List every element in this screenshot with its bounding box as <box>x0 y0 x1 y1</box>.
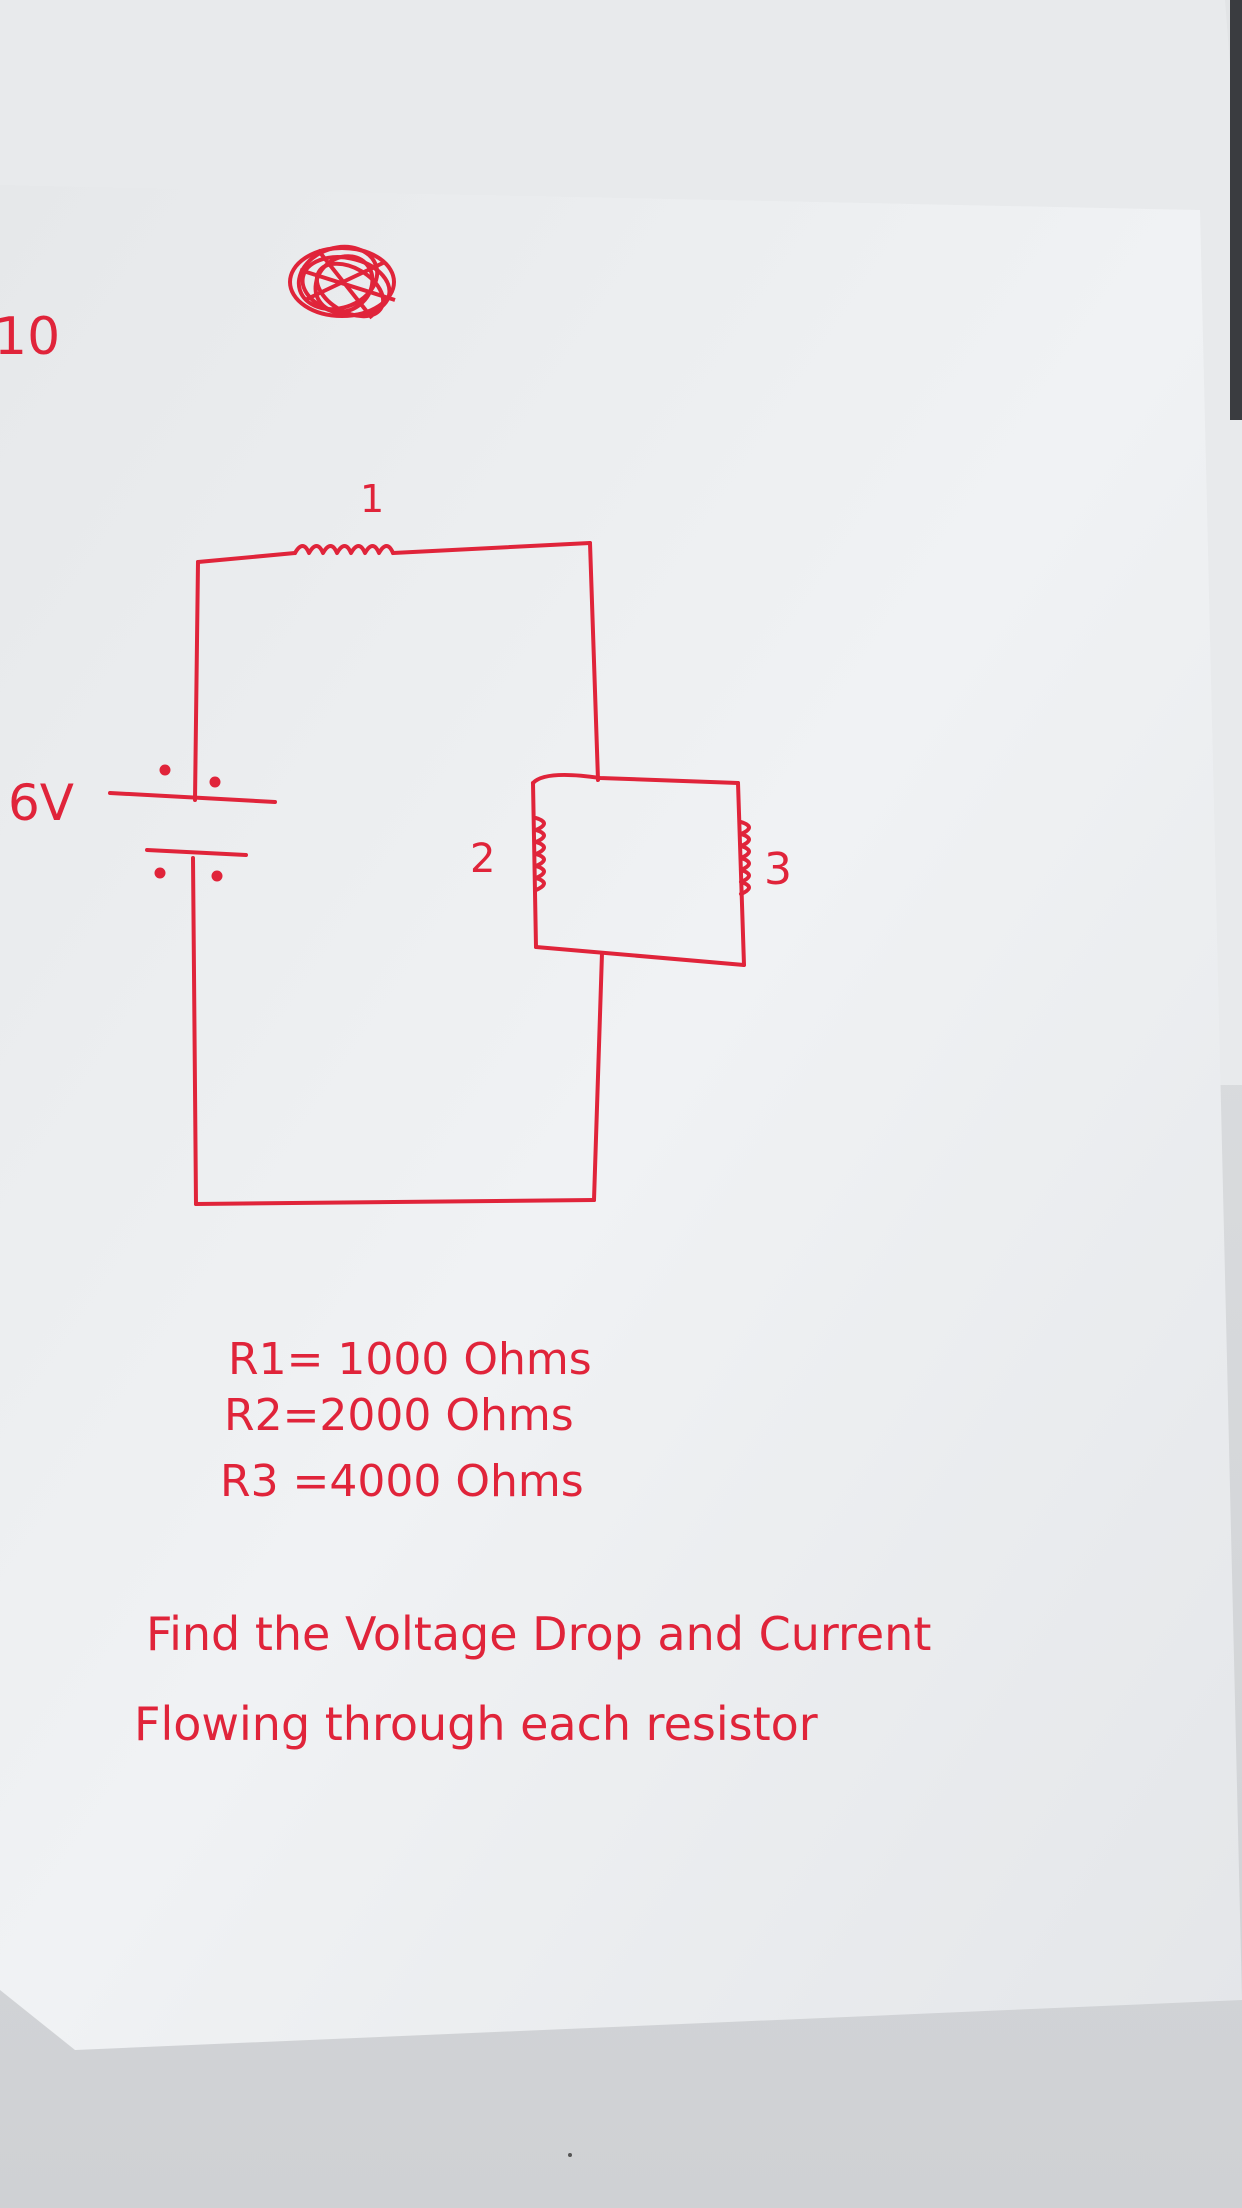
dust-speck <box>568 2153 572 2157</box>
question-line-1: Find the Voltage Drop and Current <box>146 1607 931 1661</box>
resistor-r1 <box>293 544 395 555</box>
resistor-r2-label: 2 <box>470 836 495 882</box>
question-line-2: Flowing through each resistor <box>134 1697 818 1751</box>
page-number: 10 <box>0 307 60 367</box>
battery-long-plate <box>108 791 277 804</box>
resistor-r3 <box>739 820 751 896</box>
resistor-r3-label: 3 <box>764 844 792 895</box>
wire-left-upper <box>193 560 200 802</box>
battery-label: 6V <box>8 774 74 832</box>
resistor-r2 <box>534 816 546 892</box>
wire-top-right <box>391 541 592 555</box>
given-value-r3: R3 =4000 Ohms <box>220 1456 584 1507</box>
battery-short-plate <box>145 848 248 857</box>
parallel-bottom <box>534 945 746 967</box>
scribble-mark <box>288 244 396 320</box>
wire-left-lower <box>191 856 198 1206</box>
given-value-r2: R2=2000 Ohms <box>224 1390 574 1441</box>
parallel-top <box>531 773 740 785</box>
wire-right-lower <box>592 951 604 1202</box>
wire-right-upper <box>588 541 600 782</box>
given-value-r1: R1= 1000 Ohms <box>228 1334 592 1385</box>
parallel-right <box>736 781 746 967</box>
dark-edge <box>1230 0 1242 420</box>
circuit-diagram <box>108 541 751 1206</box>
wire-bottom <box>194 1198 596 1206</box>
resistor-r1-label: 1 <box>360 477 384 521</box>
paper-sheet <box>0 185 1242 2050</box>
wire-top-left <box>196 551 297 564</box>
